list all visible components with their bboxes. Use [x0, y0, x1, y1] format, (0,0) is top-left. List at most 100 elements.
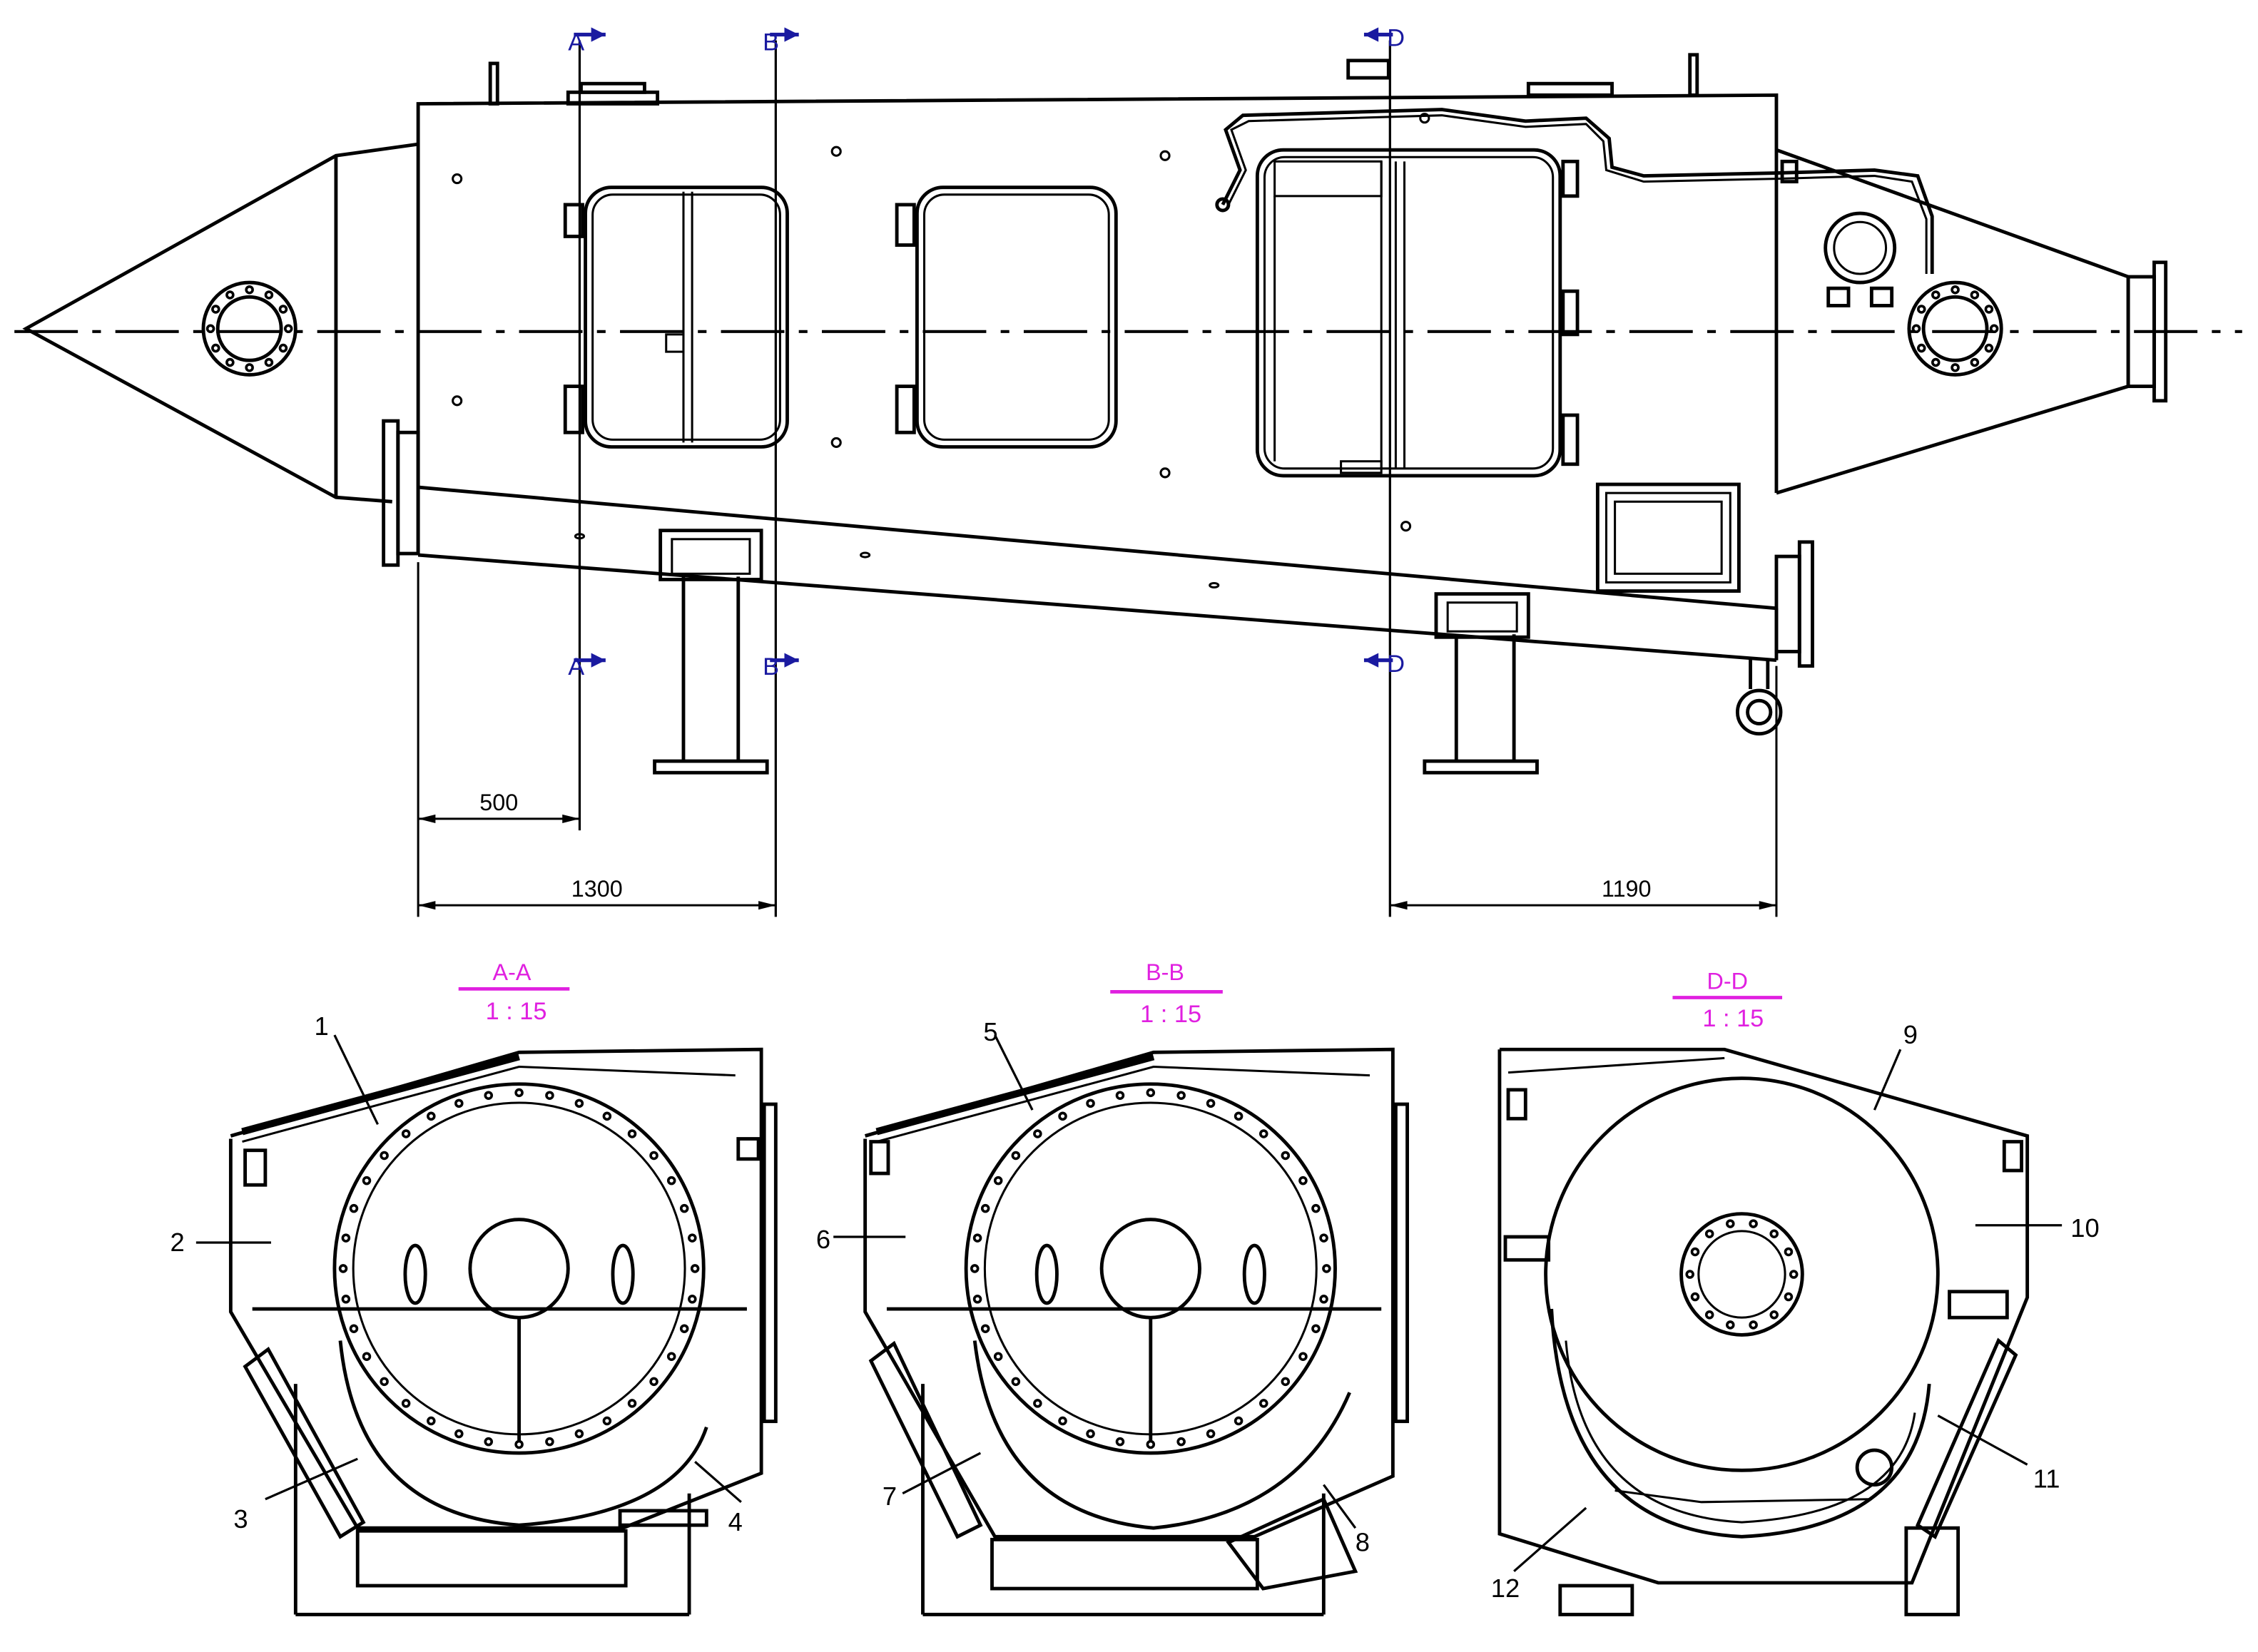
bolt-hole	[980, 1324, 990, 1333]
part-number-1: 1	[315, 1011, 329, 1041]
svg-text:1 : 15: 1 : 15	[486, 998, 547, 1025]
svg-text:D: D	[1387, 651, 1405, 678]
bolt-hole	[283, 324, 293, 334]
bolt-hole	[484, 1091, 494, 1100]
bolt-hole	[545, 1091, 554, 1100]
inspection-door-1[interactable]	[563, 185, 789, 449]
bolt-hole	[1951, 363, 1960, 372]
bolt-hole	[225, 357, 235, 367]
bolt-hole	[1970, 290, 1980, 300]
view-title-a-a: A-A 1 : 15	[458, 959, 570, 1025]
dimension-1300: 1300	[418, 876, 776, 910]
section-view-b-b: B-B 1 : 15 5 6 7 8	[816, 959, 1409, 1616]
bolt-hole	[980, 1203, 990, 1213]
bolt-hole	[1033, 1129, 1042, 1138]
bolt-hole	[1206, 1429, 1216, 1439]
bolt-hole	[1319, 1233, 1328, 1243]
bolt-hole	[1690, 1247, 1700, 1257]
bolt-hole	[1769, 1229, 1779, 1238]
part-number-10: 10	[2070, 1213, 2099, 1243]
bolt-hole	[1726, 1320, 1735, 1330]
bolt-hole	[688, 1233, 697, 1243]
svg-text:A: A	[568, 653, 584, 680]
bolt-hole	[484, 1437, 494, 1447]
bolt-hole	[1033, 1399, 1042, 1408]
bolt-hole	[205, 324, 215, 334]
view-title-d-d: D-D 1 : 15	[1672, 968, 1783, 1032]
bolt-hole	[972, 1233, 982, 1243]
bolt-hole	[1206, 1098, 1216, 1108]
bolt-hole	[401, 1399, 411, 1408]
section-mark-a-top: A	[568, 27, 606, 56]
bolt-hole	[454, 1098, 464, 1108]
inspection-door-2[interactable]	[895, 185, 1118, 449]
inspection-door-3[interactable]	[1255, 148, 1580, 478]
bolt-hole	[278, 305, 288, 314]
bolt-hole	[1298, 1352, 1308, 1361]
bolt-hole	[401, 1129, 411, 1138]
bolt-hole	[649, 1377, 658, 1387]
bolt-hole	[679, 1324, 689, 1333]
bolt-hole	[679, 1203, 689, 1213]
bolt-hole	[514, 1439, 524, 1449]
bolt-hole	[514, 1088, 524, 1098]
drum-a	[332, 1082, 706, 1455]
bolt-hole	[341, 1295, 351, 1304]
bolt-hole	[1989, 324, 1999, 334]
dimension-1190: 1190	[1390, 666, 1778, 917]
bolt-hole	[1086, 1429, 1095, 1439]
inlet-flange-bolts	[205, 285, 293, 372]
bolt-hole	[1234, 1111, 1244, 1121]
bolt-hole	[1058, 1416, 1067, 1426]
part-number-3: 3	[233, 1504, 248, 1534]
bolt-hole	[380, 1377, 389, 1387]
svg-text:D-D: D-D	[1707, 968, 1748, 994]
bolt-hole	[688, 1295, 697, 1304]
bolt-hole	[1311, 1324, 1321, 1333]
bolt-hole	[627, 1129, 637, 1138]
bolt-hole	[666, 1352, 676, 1361]
bolt-hole	[211, 305, 220, 314]
bolt-hole	[1784, 1292, 1794, 1302]
bolt-hole	[427, 1111, 436, 1121]
svg-text:B: B	[763, 29, 779, 56]
svg-text:D: D	[1387, 25, 1405, 52]
bolt-hole	[454, 1429, 464, 1439]
bolt-hole	[627, 1399, 637, 1408]
support-leg-right	[1423, 592, 1539, 775]
part-number-12: 12	[1491, 1574, 1520, 1603]
svg-text:B: B	[763, 653, 779, 680]
bolt-hole	[1011, 1151, 1021, 1161]
drum-b	[964, 1082, 1337, 1455]
gauge	[1824, 211, 1897, 285]
support-leg-left	[653, 529, 769, 775]
bolt-hole	[1281, 1151, 1291, 1161]
bolt-hole	[338, 1264, 348, 1273]
bolt-hole	[1749, 1320, 1758, 1330]
bolt-hole	[225, 290, 235, 300]
bolt-hole	[1322, 1264, 1331, 1273]
part-number-11: 11	[2033, 1464, 2060, 1494]
bolt-hole	[1931, 357, 1941, 367]
bolt-hole	[1917, 343, 1926, 353]
bolt-hole	[245, 285, 254, 295]
bolt-hole	[1298, 1176, 1308, 1186]
bolt-hole	[1690, 1292, 1700, 1302]
bolt-hole	[1685, 1270, 1694, 1279]
bolt-hole	[1951, 285, 1960, 295]
bolt-hole	[264, 357, 274, 367]
bolt-hole	[1984, 343, 1994, 353]
bolt-hole	[349, 1203, 359, 1213]
svg-text:A-A: A-A	[493, 959, 532, 985]
bolt-hole	[666, 1176, 676, 1186]
bolt-hole	[972, 1295, 982, 1304]
bolt-hole	[602, 1111, 612, 1121]
svg-text:1 : 15: 1 : 15	[1702, 1005, 1764, 1032]
bolt-hole	[1086, 1098, 1095, 1108]
bolt-hole	[380, 1151, 389, 1161]
bolt-hole	[1749, 1219, 1758, 1228]
bolt-hole	[993, 1352, 1003, 1361]
bolt-hole	[1146, 1439, 1156, 1449]
bolt-hole	[1259, 1399, 1268, 1408]
